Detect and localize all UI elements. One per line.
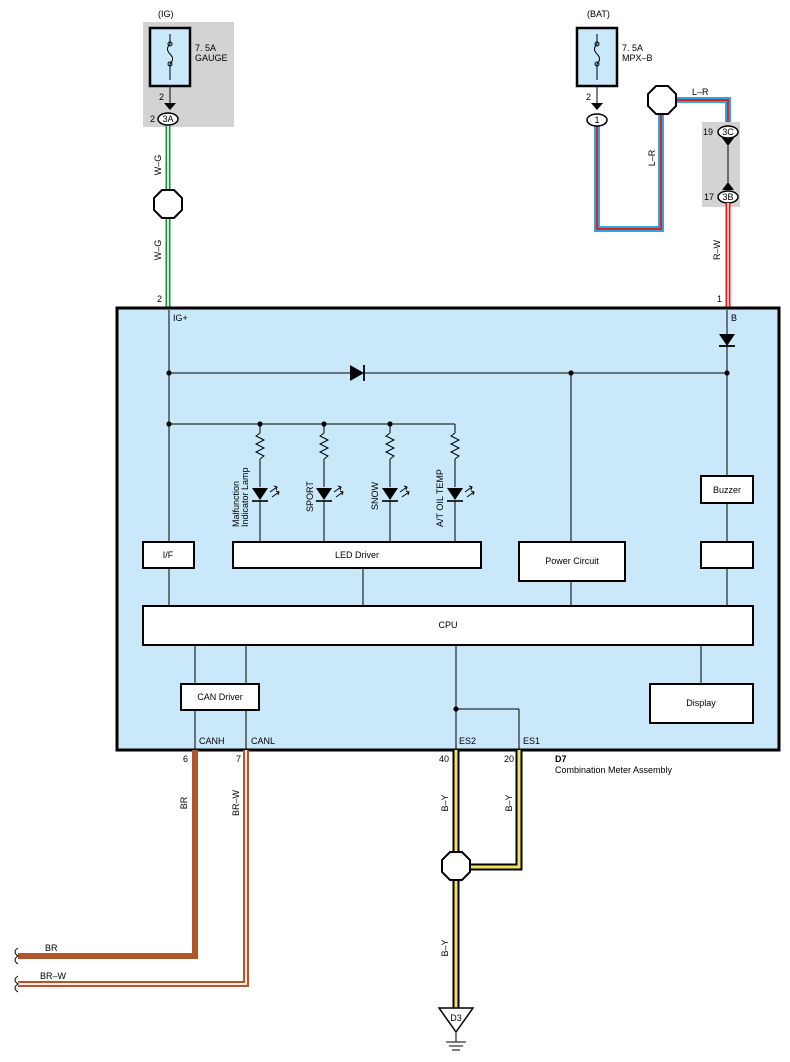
block-power-circuit[interactable] (518, 541, 626, 582)
wire-label-lr-top: L–R (692, 87, 709, 97)
block-led-driver[interactable] (232, 541, 482, 569)
indicator-label-malfunction-line1: Malfunction (231, 481, 241, 527)
resistor-icon (318, 432, 330, 460)
indicator-label-at-oil-temp: A/T OIL TEMP (435, 469, 445, 527)
led-icon (316, 488, 332, 500)
splice-point-ig[interactable] (153, 189, 183, 219)
diode-icon (350, 365, 365, 381)
block-buzzer[interactable] (700, 475, 754, 504)
indicator-label-snow: SNOW (370, 481, 380, 510)
connector-3c-label: 3C (722, 127, 734, 137)
wire-label-by-bottom: B–Y (440, 939, 450, 956)
ig-supply-label: (IG) (158, 9, 174, 19)
wire-label-wg-lower: W–G (153, 240, 163, 261)
block-buzzer-label: Buzzer (713, 485, 741, 495)
resistor-icon (254, 432, 266, 460)
connector-arrow-icon (722, 138, 734, 146)
bat-fuse-name: MPX–B (622, 53, 653, 63)
led-icon (382, 488, 398, 500)
block-can-driver[interactable] (180, 683, 260, 711)
wire-label-lr-side: L–R (647, 149, 657, 166)
indicator-branch-sport (316, 424, 344, 542)
indicator-branch-snow (382, 424, 410, 542)
wire-label-brw-vertical: BR–W (231, 790, 241, 817)
pin-number-b: 1 (717, 294, 722, 304)
wire-break-icon (14, 975, 19, 993)
wire-br-w[interactable] (18, 750, 249, 987)
wire-label-by-left: B–Y (440, 794, 450, 811)
connector-3b-label: 3B (722, 192, 733, 202)
connector-1-label: 1 (594, 115, 599, 125)
bat-fuse-pin: 2 (586, 92, 591, 102)
connector-3a-label: 3A (162, 114, 173, 124)
wire-label-by-right: B–Y (504, 794, 514, 811)
block-cpu[interactable] (142, 605, 754, 646)
pin-label-es1: ES1 (523, 736, 540, 746)
block-led-driver-label: LED Driver (335, 550, 379, 560)
connector-3b-pin: 17 (704, 192, 714, 202)
pin-number-canh: 6 (183, 754, 188, 764)
wire-label-br-vertical: BR (179, 796, 189, 809)
bat-fuse-rating: 7. 5A (622, 43, 643, 53)
bat-fuse[interactable] (575, 26, 619, 88)
connector-1[interactable] (586, 113, 608, 127)
wire-label-br-horizontal: BR (45, 943, 58, 953)
pin-label-canl: CANL (251, 736, 275, 746)
fuse-icon (594, 34, 600, 80)
wire-break-icon (14, 947, 19, 965)
ig-fuse-rating: 7. 5A (195, 43, 216, 53)
wire-label-wg-upper: W–G (153, 155, 163, 176)
pin-number-ig: 2 (157, 294, 162, 304)
pin-label-canh: CANH (199, 736, 225, 746)
connector-3c-pin: 19 (703, 127, 713, 137)
block-power-circuit-label: Power Circuit (545, 556, 599, 566)
connector-arrow-icon (591, 103, 603, 110)
block-display-label: Display (686, 698, 716, 708)
block-display[interactable] (649, 683, 754, 724)
diode-icon (719, 334, 735, 347)
fuse-icon (167, 34, 173, 80)
ground-d3[interactable] (437, 1007, 475, 1034)
pin-label-ig-plus: IG+ (173, 313, 188, 323)
wire-label-brw-horizontal: BR–W (40, 971, 67, 981)
splice-point-ground[interactable] (441, 851, 471, 881)
resistor-icon (449, 432, 461, 460)
indicator-label-malfunction-line2: Indicator Lamp (240, 467, 250, 527)
pin-number-es1: 20 (504, 754, 514, 764)
indicator-branch-malfunction (252, 424, 280, 542)
combination-meter-assembly[interactable] (115, 306, 781, 752)
wire-br[interactable] (18, 750, 198, 959)
pin-number-canl: 7 (236, 754, 241, 764)
ig-fuse-pin: 2 (159, 92, 164, 102)
ground-icon (446, 1032, 466, 1051)
indicator-label-sport: SPORT (305, 481, 315, 512)
led-icon (252, 488, 268, 500)
splice-point-bat[interactable] (647, 85, 677, 115)
block-if[interactable] (142, 541, 195, 569)
resistor-icon (384, 432, 396, 460)
pin-number-es2: 40 (439, 754, 449, 764)
module-id: D7 (555, 754, 567, 764)
block-cpu-label: CPU (438, 620, 457, 630)
wire-b-y[interactable] (452, 750, 523, 1008)
bat-supply-label: (BAT) (587, 9, 610, 19)
led-icon (447, 488, 463, 500)
block-buzzer-driver[interactable] (700, 541, 754, 569)
connector-arrow-icon (722, 182, 734, 190)
ig-supply: (IG) 7. 5A GAUGE 2 3A 2 (143, 9, 234, 127)
block-if-label: I/F (163, 550, 174, 560)
pin-label-b: B (731, 313, 737, 323)
connector-3a-pin: 2 (150, 114, 155, 124)
connector-3a[interactable] (157, 112, 179, 126)
wire-label-rw: R–W (712, 239, 722, 260)
module-name: Combination Meter Assembly (555, 765, 673, 775)
block-can-driver-label: CAN Driver (197, 692, 243, 702)
ig-fuse-name: GAUGE (195, 53, 228, 63)
bat-supply: (BAT) 7. 5A MPX–B 2 (575, 9, 653, 110)
connector-arrow-icon (164, 103, 176, 110)
pin-label-es2: ES2 (459, 736, 476, 746)
indicator-branch-at-oil-temp (447, 424, 475, 542)
ground-d3-label: D3 (450, 1013, 462, 1023)
